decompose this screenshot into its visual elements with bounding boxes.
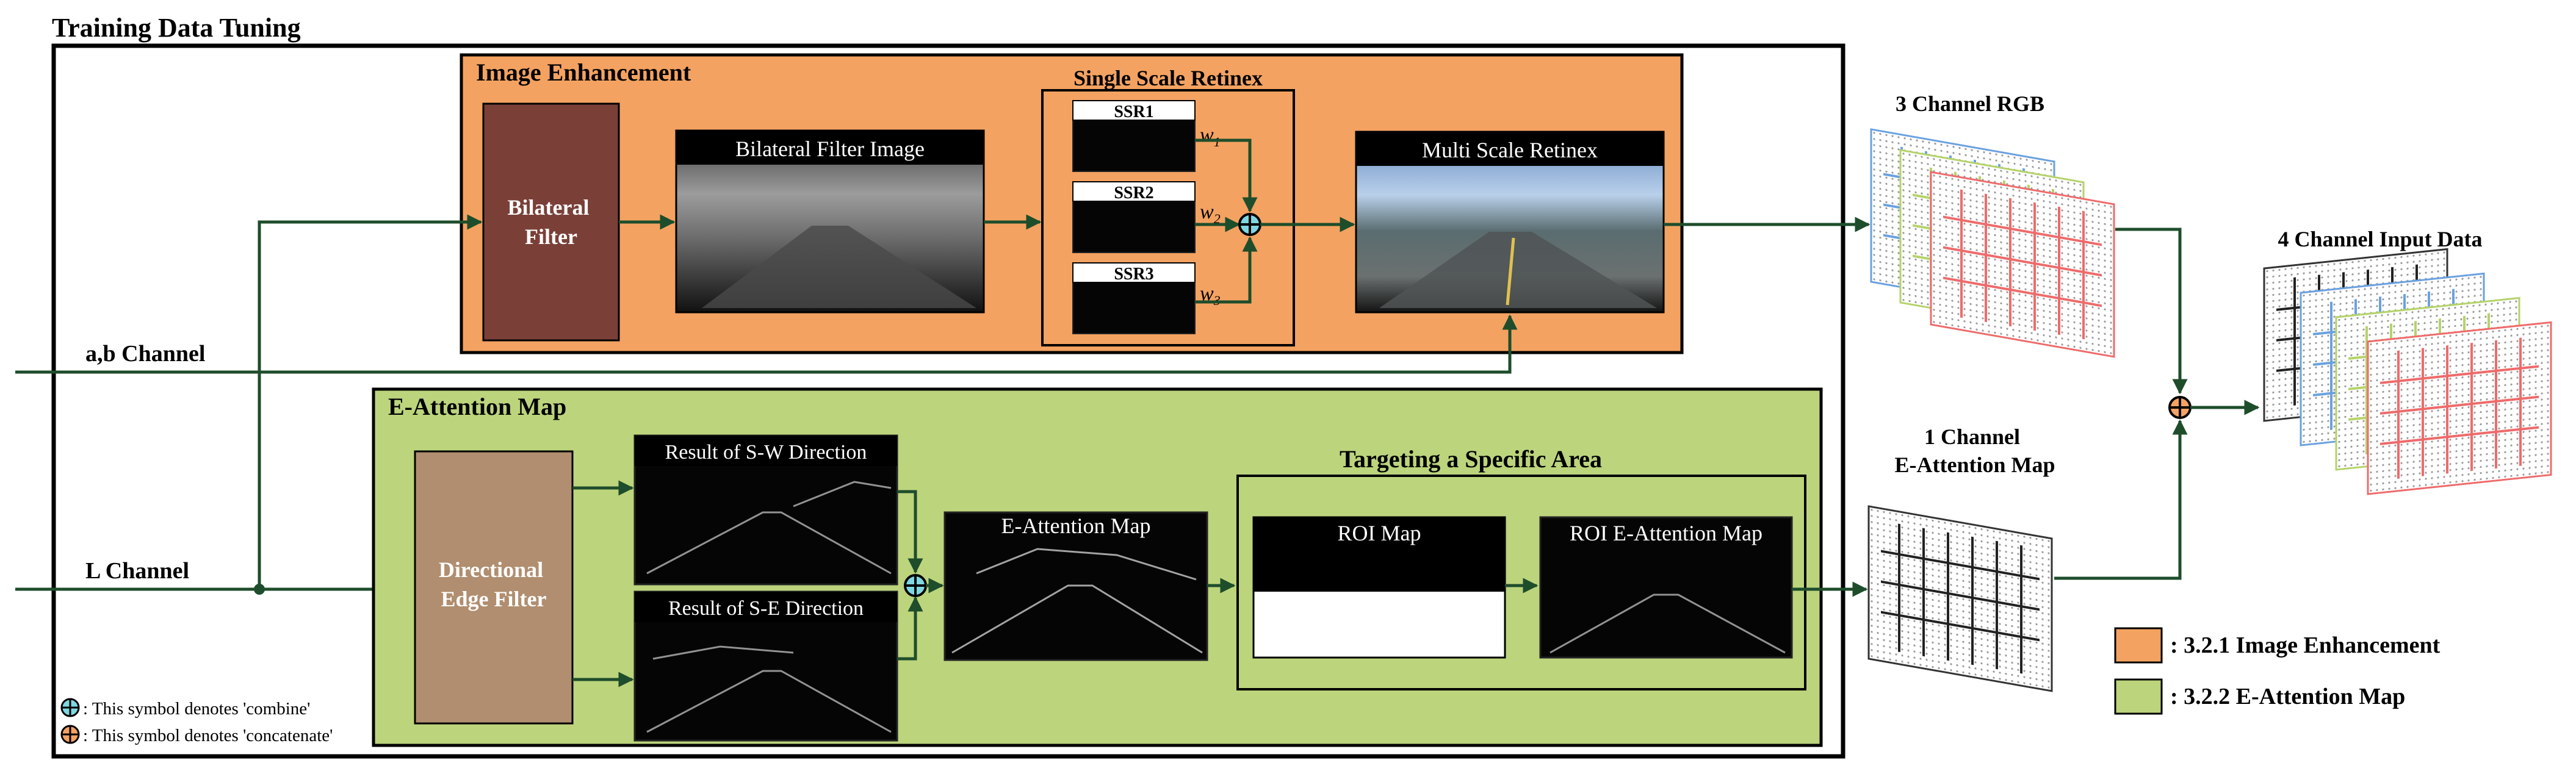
input4-stack	[2263, 248, 2552, 495]
combine-symbol-note: : This symbol denotes 'combine'	[83, 699, 310, 719]
ssr3-label: SSR3	[1114, 265, 1153, 284]
input4-label: 4 Channel Input Data	[2278, 227, 2482, 251]
l-channel-label: L Channel	[85, 558, 189, 584]
weight-2: w2	[1200, 201, 1221, 226]
se-result-caption: Result of S-E Direction	[668, 597, 864, 620]
ssr2-header	[1072, 181, 1196, 202]
rgb-to-concat-line	[2115, 228, 2188, 395]
roi-eattention-caption: ROI E-Attention Map	[1570, 521, 1762, 545]
ssr3-header	[1072, 262, 1196, 283]
ssr2-label: SSR2	[1114, 184, 1153, 203]
combine-icon	[1238, 213, 1261, 236]
combine-icon	[60, 698, 80, 717]
ssr1-label: SSR1	[1114, 102, 1153, 121]
concatenate-icon	[2168, 396, 2192, 419]
se-to-combine	[897, 596, 923, 661]
rgb-stack	[1870, 128, 2115, 358]
combine-icon	[904, 574, 927, 597]
ssr1-header	[1072, 100, 1196, 121]
training-frame	[51, 43, 1845, 759]
roi-map-black	[1254, 517, 1505, 592]
sw-result-caption: Result of S-W Direction	[665, 441, 867, 464]
bilateral-image-header	[676, 131, 984, 165]
e-attention-output-label: 1 Channel E-Attention Map	[1895, 425, 2055, 477]
concatenate-symbol-note: : This symbol denotes 'concatenate'	[83, 726, 333, 745]
msr-road	[1379, 232, 1657, 308]
sw-result-edges	[646, 481, 892, 575]
ab-channel-label: a,b Channel	[85, 341, 205, 367]
bilateral-image-caption: Bilateral Filter Image	[735, 137, 925, 161]
bilateral-filter-label: Bilateral Filter	[508, 195, 595, 249]
sw-result-header	[635, 436, 897, 466]
ssr3-to-combine	[1195, 236, 1258, 304]
ab-channel-line	[15, 314, 1518, 374]
legend-label-attention: : 3.2.2 E-Attention Map	[2170, 684, 2405, 709]
se-result-header	[635, 592, 897, 622]
concatenate-icon	[60, 725, 80, 744]
l-to-bilateral-line	[258, 214, 483, 589]
bilateral-image-road	[702, 226, 976, 308]
diagram-title: Training Data Tuning	[52, 13, 301, 43]
legend-swatch-enhancement	[2114, 627, 2163, 664]
targeting-title: Targeting a Specific Area	[1340, 445, 1602, 473]
msr-caption: Multi Scale Retinex	[1422, 138, 1598, 162]
rgb-label: 3 Channel RGB	[1896, 91, 2044, 116]
e-attention-channel	[1867, 505, 2053, 692]
l-channel-junction	[254, 584, 265, 595]
roi-map-caption: ROI Map	[1338, 521, 1421, 545]
channel-to-concat-line	[2054, 419, 2188, 580]
e-attention-title: E-Attention Map	[388, 393, 566, 420]
edge-filter-label: Directional Edge Filter	[439, 558, 549, 611]
msr-lane	[1506, 237, 1515, 306]
legend-swatch-attention	[2114, 678, 2163, 715]
msr-header	[1356, 132, 1664, 166]
ssr-title: Single Scale Retinex	[1073, 66, 1263, 90]
se-result-edges	[646, 645, 892, 733]
edge-filter-box	[414, 450, 574, 725]
legend-label-enhancement: : 3.2.1 Image Enhancement	[2170, 633, 2441, 658]
e-attention-map-caption: E-Attention Map	[1001, 514, 1151, 538]
sw-to-combine	[897, 490, 923, 574]
e-attention-map-edges	[951, 548, 1203, 654]
roi-eattention-edges	[1550, 593, 1786, 654]
ssr1-to-combine	[1195, 138, 1258, 213]
image-enhancement-title: Image Enhancement	[476, 59, 691, 86]
bilateral-filter-box	[482, 102, 620, 342]
